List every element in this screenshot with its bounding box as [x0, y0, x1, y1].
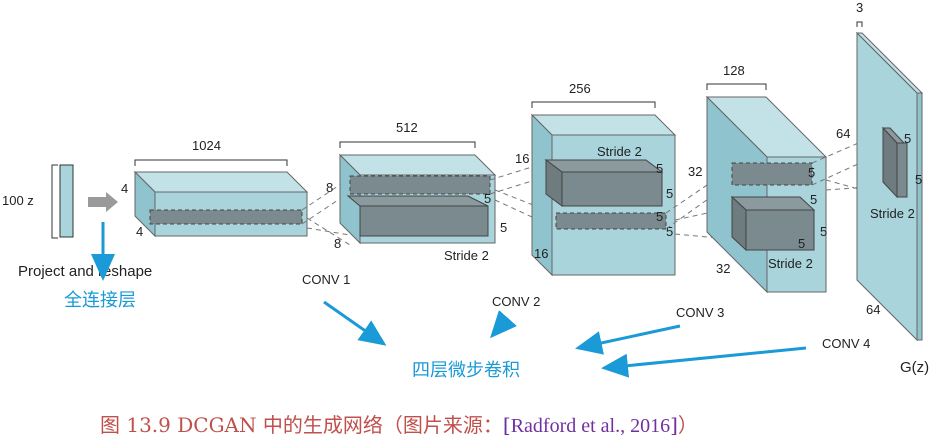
depth-label-256: 256: [569, 81, 591, 96]
input-label: 100 z: [2, 193, 34, 208]
stride-label-4: Stride 2: [870, 206, 915, 221]
stride-label-3: Stride 2: [768, 256, 813, 271]
width-label-64: 64: [866, 302, 880, 317]
caption-close: ）: [678, 413, 698, 437]
output-label: G(z): [900, 359, 929, 376]
kernel-label-5g: 5: [808, 165, 815, 180]
layer-1024: 1024 4 4: [121, 138, 309, 239]
kernel-label-5j: 5: [798, 236, 805, 251]
layer-256: 256 16 16 Stride 2 5 5 5 5: [515, 81, 677, 277]
conv3-label: CONV 3: [676, 305, 724, 320]
kernel-label-5f: 5: [666, 224, 673, 239]
fractional-conv-annotation: 四层微步卷积: [412, 360, 520, 381]
height-label-8: 8: [326, 180, 333, 195]
conv1-label: CONV 1: [302, 272, 350, 287]
height-label-64: 64: [836, 126, 850, 141]
height-label-4: 4: [121, 181, 128, 196]
kernel-label-5d: 5: [666, 186, 673, 201]
conv4-label: CONV 4: [822, 336, 870, 351]
height-label-32: 32: [688, 164, 702, 179]
kernel-label-5h: 5: [810, 192, 817, 207]
layer-512: 512 8 8 5 5 Stride 2: [326, 120, 507, 263]
kernel-label-5b: 5: [500, 220, 507, 235]
width-label-4: 4: [136, 224, 143, 239]
kernel-label-5e: 5: [656, 209, 663, 224]
width-label-32: 32: [716, 261, 730, 276]
depth-label-1024: 1024: [192, 138, 221, 153]
caption-main: 图 13.9 DCGAN 中的生成网络（图片来源：: [100, 413, 503, 437]
input-vector: 100 z: [2, 164, 74, 239]
project-arrow: [88, 192, 118, 212]
fractional-conv-arrows: [323, 300, 807, 378]
caption-reference[interactable]: Radford et al., 2016: [511, 415, 670, 437]
stride-label-1: Stride 2: [444, 248, 489, 263]
caption-close-bracket: ]: [670, 413, 678, 437]
height-label-16: 16: [515, 151, 529, 166]
kernel-label-5c: 5: [656, 161, 663, 176]
fc-annotation: 全连接层: [64, 290, 136, 311]
stride-label-2: Stride 2: [597, 144, 642, 159]
depth-label-3: 3: [856, 0, 863, 15]
output-image: 3 64 64 5 5 Stride 2 G(z): [836, 0, 929, 376]
depth-label-512: 512: [396, 120, 418, 135]
kernel-label-5l: 5: [915, 172, 922, 187]
caption-open-bracket: [: [503, 413, 511, 437]
depth-label-128: 128: [723, 63, 745, 78]
conv2-label: CONV 2: [492, 294, 540, 309]
kernel-label-5i: 5: [820, 224, 827, 239]
project-reshape-label: Project and reshape: [18, 263, 152, 280]
kernel-label-5k: 5: [904, 131, 911, 146]
width-label-16: 16: [534, 246, 548, 261]
figure-caption: 图 13.9 DCGAN 中的生成网络（图片来源：[Radford et al.…: [100, 413, 698, 437]
layer-128: 128 32 32 5 5 5 5 Stride 2: [688, 63, 827, 294]
kernel-label-5a: 5: [484, 191, 491, 206]
width-label-8: 8: [334, 236, 341, 251]
